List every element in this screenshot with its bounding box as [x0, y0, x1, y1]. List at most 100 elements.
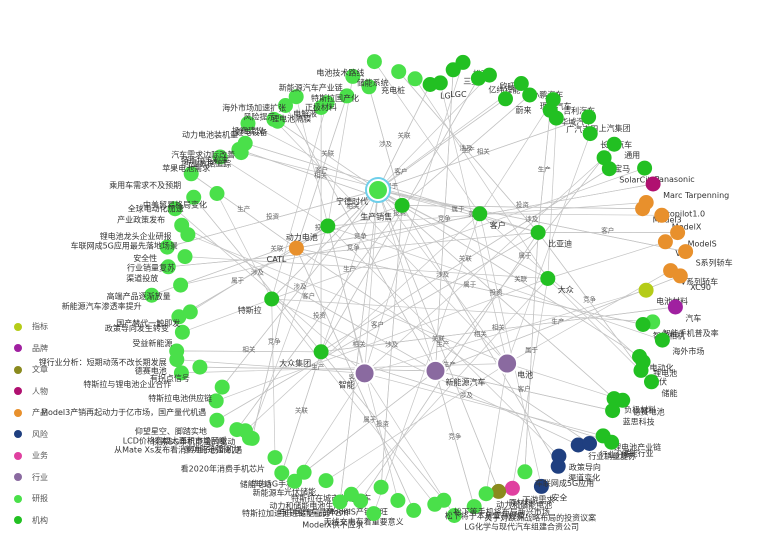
graph-node-n118[interactable]: 储能系统 [357, 64, 407, 88]
graph-node-circle[interactable] [174, 324, 190, 340]
graph-node-n74[interactable]: 华为5G手机 [251, 464, 312, 489]
graph-node-n89[interactable]: 受益新能源 [132, 324, 190, 349]
graph-node-circle[interactable] [177, 249, 193, 265]
graph-node-circle[interactable] [637, 160, 653, 176]
graph-node-circle[interactable] [159, 239, 175, 255]
graph-node-circle[interactable] [212, 149, 228, 165]
graph-node-n101[interactable]: 中美贸易格局变化 [143, 186, 225, 210]
graph-node-n67[interactable]: ModelS产销两旺 [327, 493, 406, 517]
graph-node-n40[interactable]: 汽车 [667, 299, 702, 324]
legend-item-indicator[interactable]: 指标 [14, 316, 104, 338]
legend-item-business[interactable]: 业务 [14, 445, 104, 467]
graph-node-n114[interactable]: 正极材料 [305, 88, 355, 112]
graph-node-n92[interactable]: 新能源汽车渗透率提升 [62, 287, 160, 312]
graph-node-n26[interactable]: 通用 [606, 136, 641, 161]
graph-node-n50[interactable]: 蓝思科技 [605, 403, 655, 427]
graph-node-circle[interactable] [171, 309, 187, 325]
graph-node-n93[interactable]: 高端产品逐渐放量 [107, 277, 189, 302]
graph-node-circle[interactable] [237, 423, 253, 439]
graph-node-circle[interactable] [513, 76, 529, 91]
graph-node-circle[interactable] [264, 291, 280, 307]
graph-node-n5[interactable]: 特斯拉 [238, 291, 280, 316]
graph-node-n7[interactable]: 动力电池 [286, 218, 336, 243]
graph-node-n82[interactable]: 仰望星空、脚踏实地 [135, 412, 225, 437]
graph-node-n13[interactable]: LGC [432, 75, 467, 99]
graph-node-n81[interactable]: 探索5G手机能量的驱动 [152, 423, 253, 447]
graph-node-n83[interactable]: Model3产销再起动力于亿市场，国产量代机遇 [41, 393, 224, 417]
graph-node-circle[interactable] [174, 217, 190, 233]
graph-node-n59[interactable]: 下游需求 [504, 480, 555, 505]
graph-node-n99[interactable]: 产业政策发布 [117, 201, 183, 225]
graph-node-n17[interactable]: 欣旺达 [481, 67, 524, 92]
graph-node-circle[interactable] [237, 135, 253, 151]
graph-node-n33[interactable]: ModelX [654, 207, 702, 232]
graph-node-n18[interactable]: 蔚来 [498, 91, 532, 115]
graph-node-circle[interactable] [343, 486, 359, 502]
graph-node-circle[interactable] [548, 110, 564, 126]
graph-node-n52[interactable]: 储能行业 [604, 434, 654, 459]
graph-node-n60[interactable]: 原材料 [491, 483, 533, 508]
graph-node-n96[interactable]: 安全性 [133, 239, 175, 264]
graph-node-n43[interactable]: 海外市场 [654, 332, 705, 357]
graph-node-n86[interactable]: 有拐点信号 [150, 359, 208, 384]
graph-node-circle[interactable] [391, 64, 407, 80]
graph-node-n3[interactable]: 智能 [339, 362, 376, 389]
graph-node-n76[interactable]: 储能电站 [240, 465, 290, 489]
graph-node-circle[interactable] [635, 317, 651, 332]
graph-node-n119[interactable]: 充电桩 [381, 71, 423, 95]
graph-node-circle[interactable] [446, 508, 462, 523]
graph-node-circle[interactable] [278, 98, 293, 113]
graph-node-n95[interactable]: 行业销量复苏 [127, 249, 193, 273]
graph-node-circle[interactable] [390, 493, 406, 508]
graph-node-n30[interactable]: Marc Tarpenning [645, 176, 730, 201]
graph-node-circle[interactable] [313, 344, 329, 360]
graph-node-n115[interactable]: 新能源汽车产业链 [279, 68, 361, 93]
graph-node-circle[interactable] [466, 499, 482, 515]
graph-node-circle[interactable] [530, 225, 546, 240]
graph-node-n98[interactable]: 锂电池龙头企业研报 [100, 217, 190, 242]
graph-node-n36[interactable]: S系列轿车 [678, 244, 733, 268]
legend-item-industry[interactable]: 行业 [14, 467, 104, 489]
graph-node-circle[interactable] [369, 181, 387, 199]
graph-node-circle[interactable] [267, 450, 283, 466]
graph-node-circle[interactable] [432, 75, 448, 91]
graph-node-circle[interactable] [522, 87, 538, 103]
legend-item-brand[interactable]: 品牌 [14, 338, 104, 360]
graph-node-n111[interactable]: 海外市场加速扩张 [222, 89, 304, 113]
graph-node-n46[interactable]: 光伏 [633, 362, 668, 387]
graph-node-circle[interactable] [657, 234, 673, 250]
graph-node-circle[interactable] [173, 277, 189, 293]
graph-node-circle[interactable] [606, 136, 622, 152]
graph-node-circle[interactable] [366, 506, 382, 522]
graph-node-circle[interactable] [353, 362, 376, 385]
graph-node-n94[interactable]: 渠道投放 [126, 259, 176, 283]
graph-node-circle[interactable] [670, 225, 686, 241]
graph-node-circle[interactable] [491, 483, 507, 499]
graph-node-circle[interactable] [192, 359, 208, 375]
graph-node-circle[interactable] [345, 68, 361, 84]
graph-node-circle[interactable] [582, 436, 597, 451]
graph-node-circle[interactable] [517, 464, 533, 480]
graph-node-n9[interactable]: 客户 [472, 206, 506, 230]
legend-item-risk[interactable]: 风险 [14, 424, 104, 446]
graph-node-n91[interactable]: 国产替代一触即发 [116, 304, 198, 328]
graph-node-circle[interactable] [604, 434, 620, 450]
graph-node-n11[interactable]: 大众 [540, 271, 574, 295]
graph-node-n10[interactable]: 比亚迪 [530, 225, 573, 249]
graph-node-circle[interactable] [366, 54, 382, 70]
graph-node-n1[interactable]: 电池 [496, 352, 533, 380]
graph-node-n56[interactable]: 渠道变化 [550, 458, 601, 483]
graph-node-n88[interactable]: 锂行业分析：短期动荡不改长期发展 [39, 343, 185, 368]
graph-node-circle[interactable] [287, 473, 303, 489]
graph-node-n23[interactable]: 广汽丰田 [548, 110, 599, 135]
graph-node-circle[interactable] [240, 115, 256, 131]
graph-node-n77[interactable]: 看2020年消费手机芯片 [181, 450, 283, 474]
graph-node-circle[interactable] [605, 403, 621, 419]
graph-node-n28[interactable]: SolarCity [601, 161, 656, 185]
graph-node-n65[interactable]: 松下将于本月宣布规模 [427, 496, 525, 521]
graph-node-circle[interactable] [406, 502, 422, 518]
graph-node-n57[interactable]: 安全 [533, 478, 568, 503]
graph-node-n85[interactable]: 特斯拉与锂电池企业合作 [83, 365, 189, 389]
legend-item-product[interactable]: 产品 [14, 402, 104, 424]
graph-node-circle[interactable] [672, 268, 688, 284]
